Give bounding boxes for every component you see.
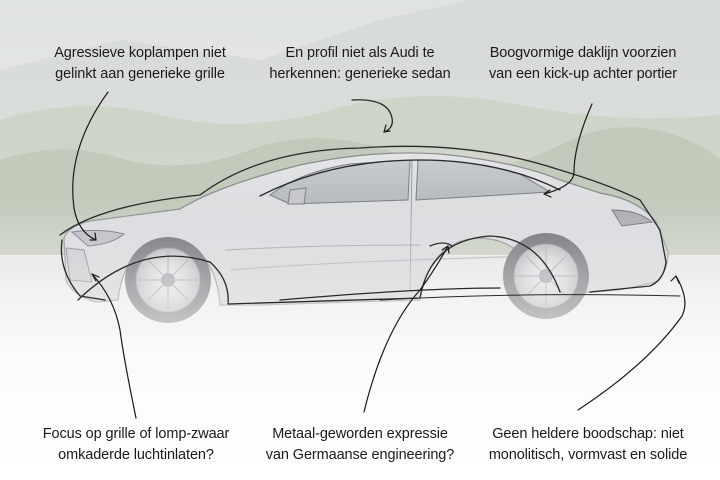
annotation-profile-line1: En profil niet als Audi te	[285, 45, 435, 61]
annotation-roofline: Boogvormige daklijn voorzien van een kic…	[478, 43, 688, 85]
arrow-message	[577, 275, 686, 411]
annotation-message-line2: monolitisch, vormvast en solide	[488, 447, 688, 463]
annotation-arrows	[72, 91, 686, 419]
annotation-profile: En profil niet als Audi te herkennen: ge…	[262, 43, 458, 85]
arrow-grille	[91, 273, 137, 419]
annotation-headlights-line2: gelinkt aan generieke grille	[55, 66, 225, 82]
arrow-roofline	[543, 103, 593, 195]
annotation-grille-line2: omkaderde luchtinlaten?	[58, 447, 214, 463]
bottom-fade-overlay	[0, 200, 720, 480]
annotation-grille: Focus op grille of lomp-zwaar omkaderde …	[30, 424, 242, 466]
annotation-expression: Metaal-geworden expressie van Germaanse …	[250, 424, 470, 466]
annotation-expression-line1: Metaal-geworden expressie	[272, 426, 448, 442]
arrow-profile	[351, 99, 393, 133]
arrow-expression	[363, 245, 449, 413]
arrow-headlight	[72, 91, 109, 241]
annotation-headlights-line1: Agressieve koplampen niet	[54, 45, 226, 61]
sketch-overlay	[59, 145, 681, 305]
annotation-roofline-line1: Boogvormige daklijn voorzien	[489, 45, 677, 61]
annotation-headlights: Agressieve koplampen niet gelinkt aan ge…	[40, 43, 240, 85]
annotation-expression-line2: van Germaanse engineering?	[265, 447, 455, 463]
annotation-profile-line2: herkennen: generieke sedan	[269, 66, 451, 82]
annotation-roofline-line2: van een kick-up achter portier	[488, 66, 677, 82]
annotation-message-line1: Geen heldere boodschap: niet	[492, 426, 684, 442]
annotation-message: Geen heldere boodschap: niet monolitisch…	[478, 424, 698, 466]
annotation-grille-line1: Focus op grille of lomp-zwaar	[42, 426, 230, 442]
